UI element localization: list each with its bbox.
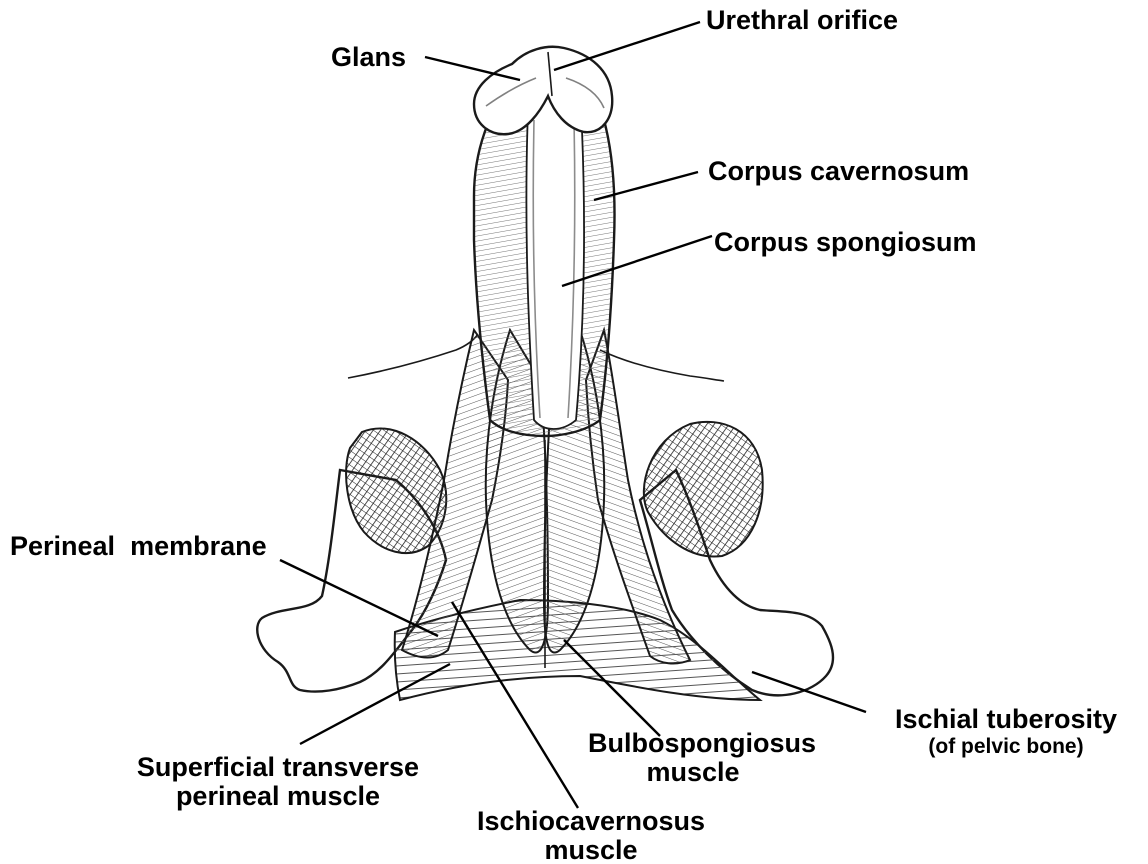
label-superficial-transverse: Superficial transverse perineal muscle <box>108 754 448 810</box>
ischial-tuberosity-line1: Ischial tuberosity <box>874 706 1138 733</box>
label-ischiocavernosus: Ischiocavernosus muscle <box>468 808 714 864</box>
label-urethral-orifice: Urethral orifice <box>706 7 898 34</box>
ischiocavernosus-line2: muscle <box>468 837 714 864</box>
superficial-line1: Superficial transverse <box>108 754 448 781</box>
corpus-spongiosum-column <box>526 98 584 429</box>
label-ischial-tuberosity: Ischial tuberosity (of pelvic bone) <box>874 706 1138 757</box>
ischiocavernosus-line1: Ischiocavernosus <box>468 808 714 835</box>
skin-outline-right <box>600 350 724 381</box>
bulbospongiosus-line2: muscle <box>588 759 798 786</box>
label-glans: Glans <box>331 44 406 71</box>
skin-outline-left <box>348 334 478 378</box>
superficial-line2: perineal muscle <box>108 783 448 810</box>
label-corpus-spongiosum: Corpus spongiosum <box>714 229 977 256</box>
label-bulbospongiosus: Bulbospongiosus muscle <box>588 730 798 786</box>
bulbospongiosus-line1: Bulbospongiosus <box>588 730 798 757</box>
leader-urethral-orifice <box>554 22 700 70</box>
label-corpus-cavernosum: Corpus cavernosum <box>708 158 969 185</box>
ischial-tuberosity-line2: (of pelvic bone) <box>874 736 1138 757</box>
label-perineal-membrane: Perineal membrane <box>10 533 267 560</box>
